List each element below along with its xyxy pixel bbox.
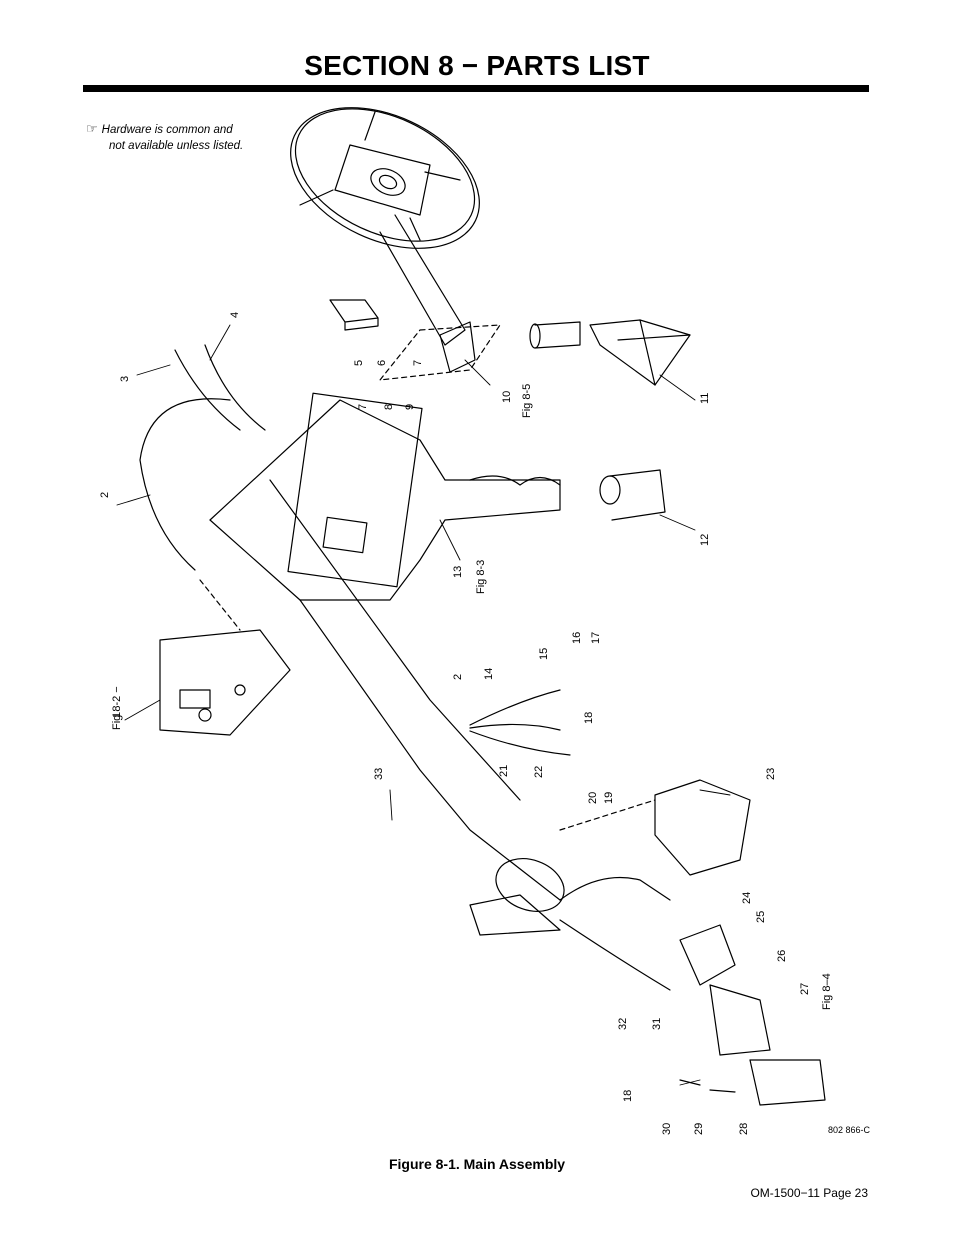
figure-caption: Figure 8-1. Main Assembly [388, 1156, 566, 1172]
tube-12 [599, 469, 666, 521]
callout-18b: 18 [622, 1090, 634, 1102]
callout-28: 28 [738, 1123, 750, 1135]
callout-1-ref: Fig 8-2 − [111, 686, 123, 730]
callout-15: 15 [538, 648, 550, 660]
callout-11: 11 [699, 393, 711, 404]
spool-arm [379, 214, 476, 373]
callout-21: 21 [498, 765, 510, 777]
callout-10-ref: Fig 8-5 [521, 384, 533, 418]
gun-assembly [679, 924, 826, 1106]
callout-25: 25 [755, 911, 767, 923]
note-line-2: not available unless listed. [109, 140, 244, 152]
section-title: SECTION 8 − PARTS LIST [304, 50, 650, 81]
callout-31: 31 [651, 1018, 663, 1030]
note-line-1: Hardware is common and [101, 124, 233, 136]
callout-6: 6 [376, 360, 388, 366]
hardware-note: ☞Hardware is common and not available un… [86, 121, 243, 154]
callout-14: 14 [483, 668, 495, 680]
callout-27: 27 [799, 983, 811, 995]
callout-1: 1 [111, 712, 123, 718]
hose-2-loop [139, 398, 231, 571]
callout-5: 5 [353, 360, 365, 366]
callout-3: 3 [119, 376, 131, 382]
callout-13-ref: Fig 8-3 [475, 560, 487, 594]
drawing-code: 802 866-C [828, 1125, 871, 1135]
page-footer: OM-1500−11 Page 23 [750, 1186, 868, 1200]
callout-30: 30 [661, 1123, 673, 1135]
callout-33: 33 [373, 768, 385, 780]
callout-20: 20 [587, 792, 599, 804]
callout-24: 24 [741, 892, 753, 904]
callout-26: 26 [776, 950, 788, 962]
reel-base [469, 858, 671, 991]
hose-assembly [174, 344, 266, 431]
callout-29: 29 [693, 1123, 705, 1135]
callout-9: 9 [404, 404, 416, 410]
callout-27-ref: Fig 8–4 [821, 973, 833, 1010]
bracket-5 [329, 299, 379, 331]
callout-18a: 18 [583, 712, 595, 724]
callout-2b: 2 [452, 674, 464, 680]
callout-10: 10 [501, 391, 513, 403]
pointing-hand-icon: ☞ [86, 121, 98, 136]
callout-7a: 7 [412, 360, 424, 366]
spool-wheel [290, 107, 480, 249]
callout-19: 19 [603, 792, 615, 804]
spool-mount-outline [379, 324, 501, 381]
callout-7b: 7 [357, 404, 369, 410]
callout-8: 8 [383, 404, 395, 410]
mast-frame [209, 392, 561, 901]
cable-harness [469, 689, 571, 756]
callout-12: 12 [699, 534, 711, 546]
leader-lines [116, 324, 731, 1086]
callout-2: 2 [99, 492, 111, 498]
callout-23: 23 [765, 768, 777, 780]
upright-pipe [529, 319, 691, 386]
cover-23 [654, 779, 751, 876]
callout-13: 13 [452, 566, 464, 578]
control-box-1 [159, 629, 291, 736]
title-rule [83, 85, 869, 92]
callout-4: 4 [229, 312, 241, 318]
callout-17: 17 [590, 632, 602, 644]
callout-22: 22 [533, 766, 545, 778]
callout-32: 32 [617, 1018, 629, 1030]
callout-16: 16 [571, 632, 583, 644]
